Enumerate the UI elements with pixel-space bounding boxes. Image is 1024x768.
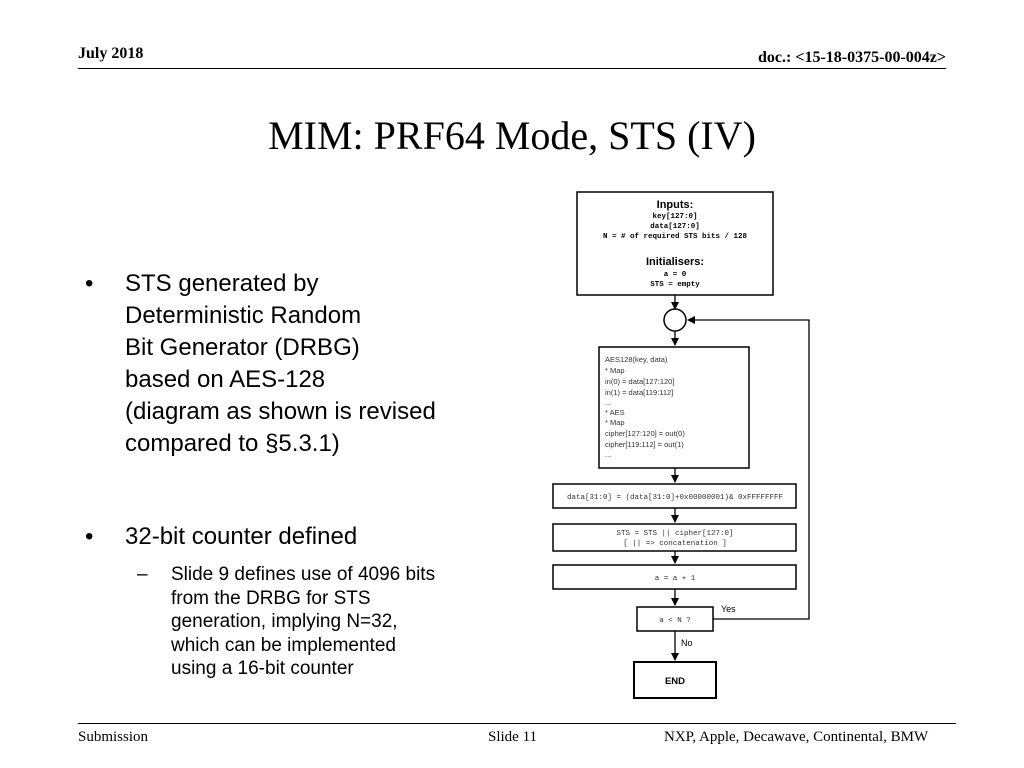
no-label: No: [681, 638, 693, 648]
sub-bullet-line: using a 16-bit counter: [171, 658, 354, 679]
bullet-line: compared to §5.3.1): [125, 430, 340, 457]
aes-line: * Map: [605, 366, 625, 375]
sub-bullet-line: Slide 9 defines use of 4096 bits: [171, 564, 436, 585]
bullet-text: STS generated by Deterministic Random Bi…: [125, 268, 436, 460]
bullet-line: (diagram as shown is revised: [125, 398, 436, 425]
aes-line: AES128(key, data): [605, 355, 668, 364]
initialisers-line: STS = empty: [650, 281, 700, 289]
inputs-line: N = # of required STS bits / 128: [603, 233, 748, 241]
sub-bullet-line: which can be implemented: [171, 634, 396, 656]
footer-divider: [78, 723, 956, 724]
sub-bullet-text: Slide 9 defines use of 4096 bits from th…: [171, 563, 435, 681]
sub-bullet-line: from the DRBG for STS: [171, 587, 371, 609]
decision-text: a < N ?: [659, 617, 691, 625]
data-update-text: data[31:0] = (data[31:0]+0x00000001)& 0x…: [567, 494, 783, 502]
end-text: END: [665, 676, 685, 687]
initialisers-line: a = 0: [664, 271, 687, 279]
sts-concat-box: [552, 523, 797, 552]
bullet-dot: •: [85, 270, 94, 297]
aes-line: * AES: [605, 408, 625, 417]
aes-line: ...: [605, 398, 611, 407]
footer-slide-number: Slide 11: [488, 729, 538, 745]
aes-box: [598, 346, 750, 469]
header-date: July 2018: [78, 45, 144, 62]
header-divider: [78, 68, 946, 69]
header-doc-id: doc.: <15-18-0375-00-004z>: [758, 49, 946, 66]
sts-concat-line: STS = STS || cipher[127:0]: [616, 530, 733, 538]
inputs-box: [576, 191, 774, 296]
aes-line: cipher[127:120] = out(0): [605, 429, 685, 438]
bullet-line: Bit Generator (DRBG): [125, 334, 360, 361]
data-update-box: [552, 483, 797, 509]
inputs-title: Inputs:: [657, 199, 694, 211]
bullet-text: 32-bit counter defined: [125, 523, 358, 550]
aes-line: * Map: [605, 418, 625, 427]
aes-line: in(1) = data[119:112]: [605, 388, 673, 397]
aes-line: cipher[119:112] = out(1): [605, 440, 684, 449]
yes-loop-arrow: [687, 316, 810, 620]
increment-text: a = a + 1: [655, 575, 696, 583]
bullet-line: Deterministic Random: [125, 302, 362, 329]
footer-authors: NXP, Apple, Decawave, Continental, BMW: [664, 729, 929, 745]
bullet-line: based on AES-128: [125, 366, 326, 393]
inputs-line: data[127:0]: [650, 223, 700, 231]
sub-bullet-line: generation, implying N=32,: [171, 611, 398, 632]
bullet-dot: •: [85, 523, 94, 550]
junction-node: [663, 308, 687, 332]
aes-line: in(0) = data[127:120]: [605, 377, 674, 386]
slide-title: MIM: PRF64 Mode, STS (IV): [268, 113, 756, 158]
yes-label: Yes: [721, 604, 736, 614]
initialisers-title: Initialisers:: [646, 256, 704, 268]
inputs-line: key[127:0]: [652, 213, 697, 221]
sub-bullet-dash: –: [137, 564, 148, 585]
increment-box: [552, 564, 797, 590]
footer-submission: Submission: [78, 729, 149, 745]
sts-concat-line: [ || => concatenation ]: [623, 540, 727, 548]
aes-line: ...: [605, 450, 611, 459]
end-box: [633, 661, 717, 699]
bullet-line: STS generated by: [125, 270, 319, 297]
